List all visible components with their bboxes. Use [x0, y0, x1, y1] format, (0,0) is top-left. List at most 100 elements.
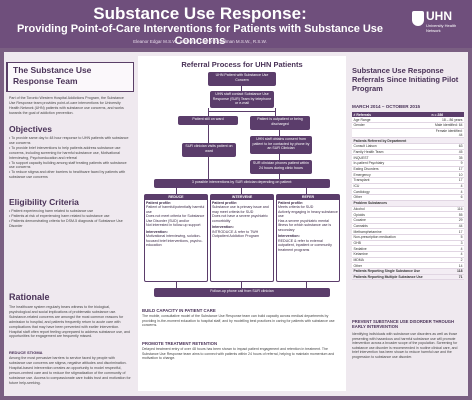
flow-obtain-consent: UHN staff obtains consent from patient t… — [250, 136, 312, 154]
table-cell-value: 18 – 86 years — [430, 117, 464, 123]
eligibility-heading: Eligibility Criteria — [9, 197, 79, 207]
table-cell-label: INQUEST — [352, 154, 430, 161]
table-cell-label: Patients Reporting Multiple Substance Us… — [352, 274, 430, 281]
list-item: Not interested in follow-up support — [146, 223, 201, 227]
table-cell-label: Age Range — [352, 117, 430, 123]
rationale-heading: Rationale — [9, 292, 50, 302]
path-intervene: INTERVENE Patient profile: Substance use… — [210, 194, 274, 282]
table-cell-label: MDMA — [352, 257, 430, 264]
build-capacity-text: The mobile, consultative model of the Su… — [142, 314, 335, 327]
flow-arrow — [279, 130, 280, 136]
table-header-cell: # Referrals — [352, 112, 430, 118]
poster-subtitle: Providing Point-of-Care Interventions fo… — [16, 23, 384, 47]
table-header-row: # Referrals n = 286 — [352, 112, 464, 118]
table-header-cell: n = 286 — [430, 112, 464, 118]
uhn-logo: UHN University Health Network — [412, 9, 466, 37]
path-reduce-heading: REDUCE — [145, 195, 207, 200]
promote-retention-text: Delayed treatment entry of over 48 hours… — [142, 347, 335, 360]
flow-arrow — [208, 108, 209, 116]
list-item: Patient of harmful/potentially harmful u… — [146, 205, 205, 214]
table-cell-label: Family Health Team — [352, 149, 430, 156]
path-intervene-heading: INTERVENE — [211, 195, 273, 200]
build-capacity-heading: BUILD CAPACITY IN PATIENT CARE — [142, 308, 216, 313]
table-cell-value: 71 — [430, 274, 464, 281]
table-cell-label: Transplant — [352, 177, 430, 184]
right-column: Substance Use Response Referrals Since I… — [350, 56, 466, 391]
flow-arrow — [208, 125, 209, 143]
table-cell-label: Gender — [352, 122, 430, 129]
flow-phone-patient: SUR clinician phones patient within 24 h… — [250, 160, 312, 174]
table-cell-value: 4 — [430, 183, 464, 190]
table-cell-label: Emergency — [352, 171, 430, 179]
table-cell-value: Female identified: 44 — [430, 128, 464, 139]
flow-arrow — [176, 188, 177, 194]
table-cell-value: 14 — [430, 262, 464, 270]
reduce-profile-label: Patient profile: — [146, 200, 172, 205]
table-cell-label: Sedative — [352, 245, 430, 252]
list-item: To provide brief interventions to help p… — [9, 146, 131, 161]
list-item: Actively engaging in heavy substance use — [278, 209, 338, 219]
table-cell-value: 17 — [430, 166, 464, 173]
flow-still-ward: Patient still on ward — [178, 116, 238, 125]
table-cell-value: 118 — [430, 268, 464, 275]
table-cell-value: 10 — [430, 171, 464, 179]
objectives-heading: Objectives — [9, 124, 52, 134]
referral-process-panel: Referral Process for UHN Patients UHN Pa… — [138, 56, 346, 391]
referrals-title: Substance Use Response Referrals Since I… — [352, 66, 459, 93]
intervene-intervention-label: Intervention: — [212, 225, 234, 229]
flow-arrow — [176, 282, 177, 288]
path-refer: REFER Patient profile: Meets criteria fo… — [276, 194, 340, 282]
table-row: Patients Reporting Multiple Substance Us… — [352, 274, 464, 281]
table-cell-value: Male identified: 64 — [430, 122, 464, 129]
table-cell-label: Cocaine — [352, 217, 430, 224]
objectives-list: To provide same day to 48 hour response … — [9, 136, 131, 180]
flow-arrow — [208, 111, 276, 112]
table-cell-value: 55 — [430, 211, 464, 218]
poster-header: Substance Use Response: Providing Point-… — [0, 0, 472, 48]
flow-three-paths: 3 possible interventions by SUR clinicia… — [154, 179, 330, 188]
refer-intervention-label: Intervention: — [278, 234, 300, 238]
referral-process-title: Referral Process for UHN Patients — [181, 60, 303, 69]
logo-text: UHN — [426, 9, 452, 23]
table-cell-value: 3 — [430, 240, 464, 247]
flow-arrow — [241, 86, 242, 91]
prevent-text: Identifying individuals with substance u… — [352, 332, 458, 359]
flow-discharged: Patient is outpatient or being discharge… — [250, 116, 310, 130]
flow-arrow — [279, 154, 280, 160]
table-cell-label: Opioids — [352, 211, 430, 218]
table-cell-label: Cardiology — [352, 188, 430, 196]
table-row: Female identified: 44 — [352, 128, 464, 139]
list-item: Motivational interviewing, solution-focu… — [146, 234, 203, 247]
poster-title: Substance Use Response: — [93, 4, 307, 23]
list-item: INTRODUCE & refer to TWH Outpatient Addi… — [212, 229, 259, 239]
flow-followup: Follow-up phone call from SUR clinician — [154, 288, 330, 297]
table-cell-label: Patients Reporting Single Substance Use — [352, 268, 430, 275]
path-refer-heading: REFER — [277, 195, 339, 200]
table-cell-label: Other — [352, 262, 430, 270]
table-row: Problem Substances — [352, 200, 464, 207]
table-cell-label: Methamphetamine — [352, 228, 430, 235]
path-reduce: REDUCE Patient profile: Patient of harmf… — [144, 194, 208, 282]
prevent-heading: PREVENT SUBSTANCE USE DISORDER THROUGH E… — [352, 319, 455, 329]
list-item: Has a severe psychiatric mental illness … — [278, 218, 332, 232]
flow-arrow — [208, 157, 209, 179]
team-title-box: The Substance Use Response Team — [6, 62, 134, 92]
table-cell-value: 45 — [430, 149, 464, 156]
table-cell-label: Cannabis — [352, 223, 430, 230]
table-cell-label: Patients Referred by Department — [352, 137, 430, 144]
